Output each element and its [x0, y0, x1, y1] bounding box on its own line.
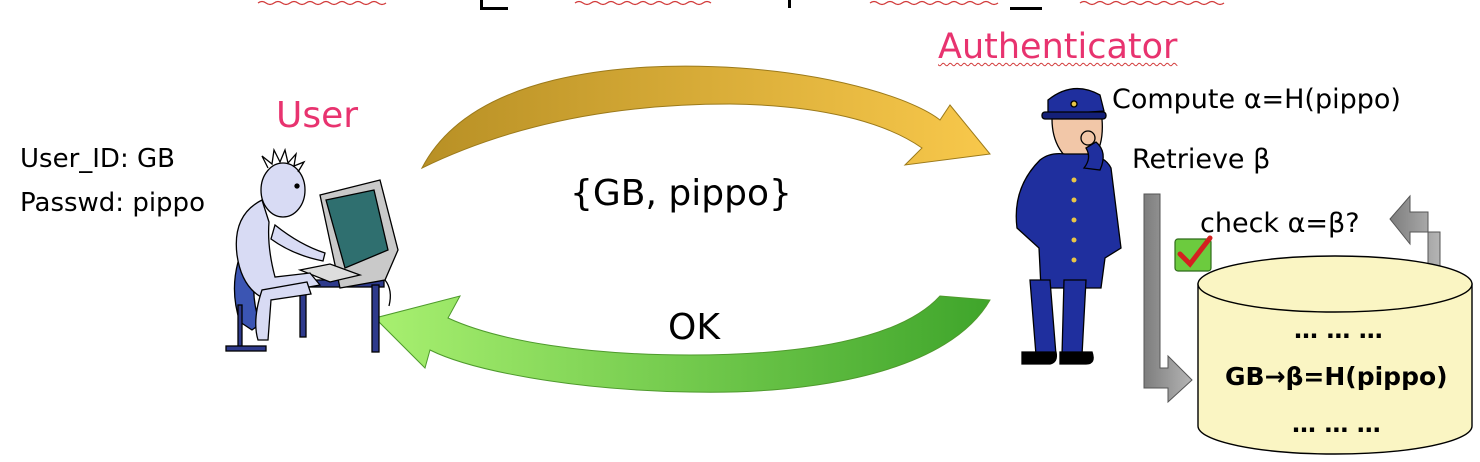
check-step: check α=β?	[1200, 208, 1360, 239]
guard-icon	[1015, 88, 1122, 365]
user-id-label: User_ID: GB	[20, 144, 175, 174]
top-cropped-text-underlines	[257, 0, 1225, 6]
database-cylinder-icon	[1197, 255, 1473, 455]
top-cropped-text-fragments	[480, 0, 1042, 10]
retrieve-flow-arrow	[1143, 193, 1193, 404]
authenticator-title: Authenticator	[938, 30, 1177, 65]
retrieve-step: Retrieve β	[1132, 144, 1271, 175]
request-arrow	[420, 65, 991, 170]
response-message: OK	[668, 307, 720, 348]
compute-step: Compute α=H(pippo)	[1112, 84, 1401, 115]
user-title: User	[276, 95, 359, 136]
response-arrow	[374, 295, 991, 393]
passwd-label: Passwd: pippo	[20, 188, 205, 218]
db-row-top: … … …	[1294, 316, 1383, 344]
user-at-computer-icon	[225, 147, 399, 353]
request-message: {GB, pippo}	[570, 173, 792, 214]
check-mark-icon	[1174, 235, 1213, 272]
db-entry: GB→β=H(pippo)	[1225, 362, 1448, 391]
db-row-bottom: … … …	[1292, 410, 1381, 438]
authenticator-title-text: Authenticator	[938, 27, 1178, 67]
